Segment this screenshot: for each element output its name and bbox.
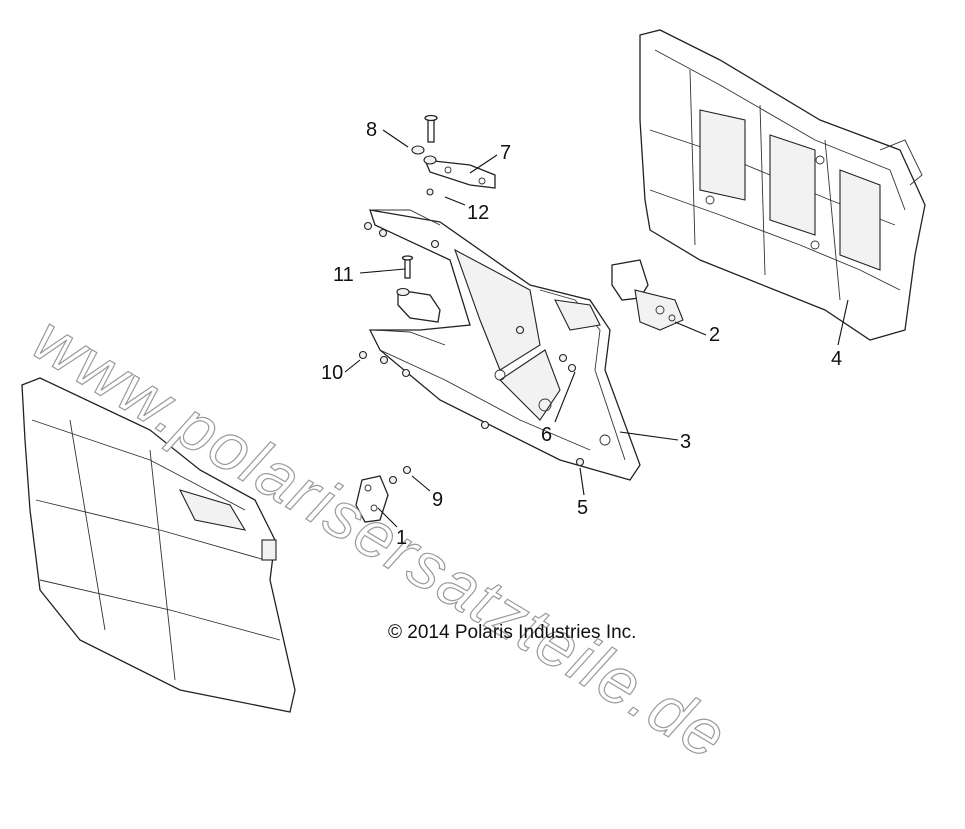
callout-3: 3 bbox=[680, 431, 692, 453]
callout-1: 1 bbox=[396, 527, 408, 549]
copyright-text: © 2014 Polaris Industries Inc. bbox=[388, 622, 637, 643]
hinge-bolt bbox=[411, 114, 438, 165]
callout-6: 6 bbox=[541, 424, 553, 446]
hinge-pin bbox=[401, 255, 414, 279]
callout-11: 11 bbox=[333, 264, 354, 286]
callout-8: 8 bbox=[366, 119, 378, 141]
leader-lines bbox=[344, 129, 849, 528]
door-latch bbox=[611, 259, 684, 331]
callout-7: 7 bbox=[500, 142, 512, 164]
screws bbox=[358, 188, 585, 485]
door-panel-front bbox=[21, 377, 296, 713]
hinge-bracket-lower bbox=[396, 287, 441, 323]
callout-5: 5 bbox=[577, 497, 589, 519]
callout-4: 4 bbox=[831, 348, 843, 370]
hinge-bracket-upper bbox=[423, 159, 496, 189]
door-frame bbox=[368, 209, 641, 481]
parts-diagram bbox=[21, 29, 926, 713]
callout-2: 2 bbox=[709, 324, 721, 346]
door-panel-rear bbox=[639, 29, 926, 341]
callout-12: 12 bbox=[467, 202, 490, 224]
callout-10: 10 bbox=[321, 362, 344, 384]
callout-9: 9 bbox=[432, 489, 444, 511]
